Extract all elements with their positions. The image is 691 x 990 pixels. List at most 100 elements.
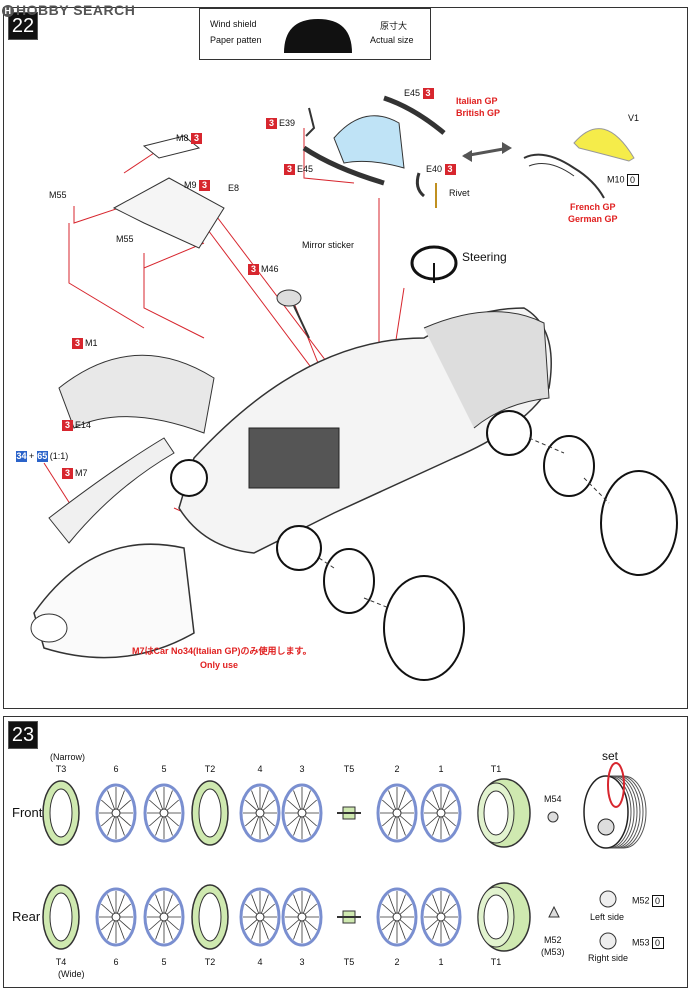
- rear-part-label: 4: [257, 957, 263, 967]
- rivet-label: Rivet: [449, 188, 470, 198]
- front-part-8: [420, 783, 462, 843]
- french-gp-label: French GP: [570, 202, 616, 212]
- windshield-label: Wind shield: [210, 19, 257, 29]
- rear-part-9: [477, 882, 531, 952]
- front-part-5: [281, 783, 323, 843]
- front-part-label: T5: [343, 764, 355, 774]
- right-side-label: Right side: [588, 953, 629, 963]
- front-part-9: [477, 778, 531, 848]
- wheel-diagram: [42, 762, 647, 952]
- set-label: set: [602, 749, 619, 763]
- front-part-6: [337, 806, 361, 820]
- front-part-4: [239, 783, 281, 843]
- rear-part-label: T5: [343, 957, 355, 967]
- front-part-label: 6: [113, 764, 119, 774]
- rear-part-7: [376, 887, 418, 947]
- front-part-7: [376, 783, 418, 843]
- front-part-label: T2: [204, 764, 216, 774]
- front-part-label: 2: [394, 764, 400, 774]
- m52-spinner-icon: [548, 905, 560, 918]
- steering-label: Steering: [462, 250, 507, 264]
- qty-badge: 3: [72, 338, 83, 350]
- rear-part-8: [420, 887, 462, 947]
- rear-part-label: 3: [299, 957, 305, 967]
- m54-knockoff-icon: [547, 811, 559, 823]
- paint-badge: 34: [16, 451, 27, 463]
- front-part-3: [191, 780, 229, 846]
- front-part-label: T1: [490, 764, 502, 774]
- qty-badge: 3: [266, 118, 277, 130]
- mirror-sticker-label: Mirror sticker: [302, 240, 354, 250]
- rear-part-label: 2: [394, 957, 400, 967]
- qty-badge: 3: [422, 88, 434, 100]
- part-m55-a: M55: [49, 190, 67, 200]
- rear-part-label: 1: [438, 957, 444, 967]
- front-part-label: 4: [257, 764, 263, 774]
- paper-pattern-label: Paper patten: [210, 35, 262, 45]
- rear-part-1: [95, 887, 137, 947]
- qty-badge: 3: [444, 164, 456, 176]
- rear-part-label: T2: [204, 957, 216, 967]
- qty-badge: 3: [248, 264, 259, 276]
- qty-box: 0: [651, 937, 664, 949]
- qty-badge: 3: [199, 180, 211, 192]
- rear-part-5: [281, 887, 323, 947]
- part-v1: V1: [628, 113, 640, 123]
- qty-badge: 3: [62, 468, 73, 480]
- rear-part-3: [191, 884, 229, 950]
- front-part-0: [42, 780, 80, 846]
- left-side-label: Left side: [590, 912, 625, 922]
- rear-part-2: [143, 887, 185, 947]
- qty-box: 0: [651, 895, 664, 907]
- german-gp-label: German GP: [568, 214, 618, 224]
- narrow-label: (Narrow): [50, 752, 85, 762]
- qty-badge: 3: [284, 164, 295, 176]
- front-part-2: [143, 783, 185, 843]
- actual-size-jp-label: 原寸大: [380, 21, 408, 31]
- step-22-panel: 22 Wind shield Paper patten 原寸大 Actual s…: [3, 7, 688, 709]
- paint-mix-label: 34+ 65(1:1): [16, 451, 69, 463]
- part-m8: M8 3: [176, 133, 204, 145]
- front-part-label: 3: [299, 764, 305, 774]
- left-spinner-icon: [599, 890, 617, 908]
- rear-part-label: 5: [161, 957, 167, 967]
- rear-part-label: T1: [490, 957, 502, 967]
- wheel-set-stack: [583, 762, 647, 849]
- part-m52-icon-label: M52: [544, 935, 562, 945]
- paint-badge: 65: [36, 451, 48, 463]
- part-e8: E8: [228, 183, 240, 193]
- italian-gp-label: Italian GP: [456, 96, 498, 106]
- rear-part-0: [42, 884, 80, 950]
- rear-part-label: T4: [55, 957, 67, 967]
- part-e45-top: E45 3: [404, 88, 436, 100]
- rear-row-label: Rear: [12, 909, 41, 924]
- assembly-drawing: [30, 95, 678, 681]
- part-m55-b: M55: [116, 234, 134, 244]
- part-m54: M54: [544, 794, 562, 804]
- british-gp-label: British GP: [456, 108, 501, 118]
- hobby-search-logo-icon: H: [2, 5, 14, 18]
- qty-badge: 3: [62, 420, 73, 432]
- part-m53-icon-label: (M53): [541, 947, 565, 957]
- part-m9: M9 3: [184, 180, 212, 192]
- front-part-label: T3: [55, 764, 67, 774]
- front-part-1: [95, 783, 137, 843]
- step-number: 22: [8, 12, 38, 40]
- windshield-pattern-shape: [284, 19, 352, 53]
- rear-part-label: 6: [113, 957, 119, 967]
- m7-note-jp: M7はCar No34(Italian GP)のみ使用します。: [132, 646, 312, 656]
- rear-part-4: [239, 887, 281, 947]
- front-part-label: 5: [161, 764, 167, 774]
- rear-part-6: [337, 910, 361, 924]
- step-number: 23: [8, 721, 38, 749]
